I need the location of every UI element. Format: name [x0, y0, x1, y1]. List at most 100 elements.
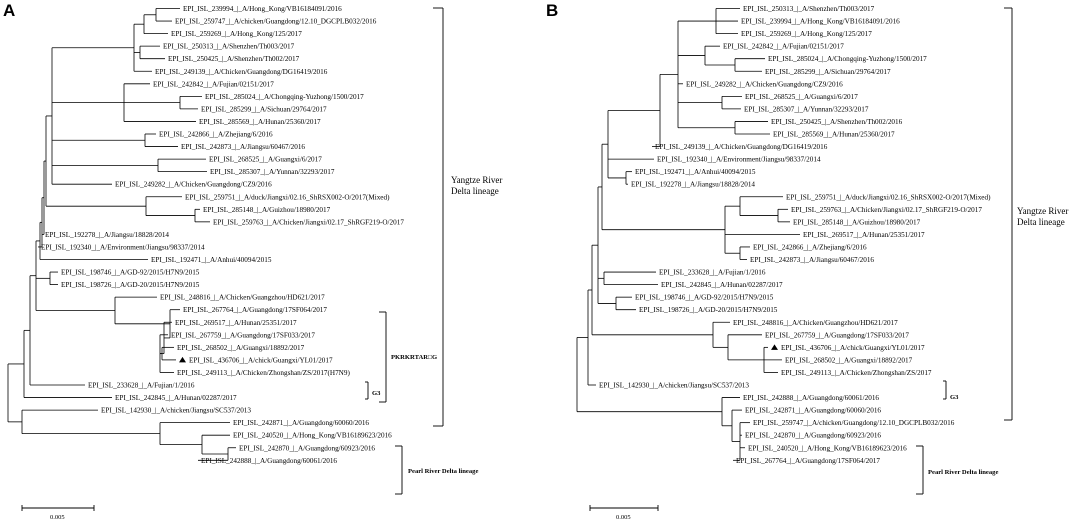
panel-b-tip-label: EPI_ISL_192278_|_A/Jiangsu/18828/2014	[631, 181, 755, 189]
panel-a-yangtze-bracket	[433, 7, 444, 427]
panel-b-yangtze-label-line2: Delta lineage	[1017, 217, 1065, 227]
panel-a-tip-label: EPI_ISL_285148_|_A/Guizhou/18980/2017	[203, 206, 331, 214]
panel-b-yangtze-label-line1: Yangtze River	[1017, 206, 1068, 216]
panel-b-scale-label: 0.005	[616, 514, 631, 521]
panel-b-tree: EPI_ISL_250313_|_A/Shenzhen/Th003/2017EP…	[576, 5, 991, 465]
triangle-marker-icon	[179, 356, 186, 363]
panel-b-tip-label: EPI_ISL_269517_|_A/Hunan/25351/2017	[803, 231, 925, 239]
panel-b-tip-label: EPI_ISL_192471_|_A/Anhui/40094/2015	[635, 168, 756, 176]
panel-b-tip-label: EPI_ISL_267759_|_A/Guangdong/17SF033/201…	[765, 331, 909, 339]
panel-a-tip-label: EPI_ISL_242842_|_A/Fujian/02151/2017	[153, 80, 274, 88]
panel-b-tip-label: EPI_ISL_198726_|_A/GD-20/2015/H7N9/2015	[639, 306, 778, 314]
panel-b-tip-label: EPI_ISL_192340_|_A/Environment/Jiangsu/9…	[657, 156, 821, 164]
panel-a-tip-label: EPI_ISL_285569_|_A/Hunan/25360/2017	[199, 118, 321, 126]
panel-a-pkrkrtar-label: PKRKRTAR□G	[391, 354, 437, 361]
panel-a-tip-label: EPI_ISL_259763_|_A/Chicken/Jiangxi/02.17…	[213, 218, 404, 226]
panel-b-tip-label: EPI_ISL_198746_|_A/GD-92/2015/H7N9/2015	[635, 294, 774, 302]
panel-a-tip-label: EPI_ISL_242871_|_A/Guangdong/60060/2016	[233, 419, 369, 427]
panel-b-tip-label: EPI_ISL_259269_|_A/Hong_Kong/125/2017	[741, 30, 872, 38]
panel-b-tip-label: EPI_ISL_285024_|_A/Chongqing-Yuzhong/150…	[768, 55, 927, 63]
triangle-marker-icon	[771, 344, 778, 350]
panel-a-tree: EPI_ISL_239994_|_A/Hong_Kong/VB16184091/…	[7, 5, 404, 465]
panel-b-tip-label: EPI_ISL_249282_|_A/Chicken/Guangdong/CZ9…	[686, 80, 843, 88]
panel-b-tip-label: EPI_ISL_250425_|_A/Shenzhen/Th002/2016	[771, 118, 903, 126]
panel-a-tip-label: EPI_ISL_242870_|_A/Guangdong/60923/2016	[239, 444, 375, 452]
panel-a-tip-label: EPI_ISL_436706_|_A/chick/Guangxi/YL01/20…	[189, 356, 333, 364]
panel-b-tip-label: EPI_ISL_248816_|_A/Chicken/Guangzhou/HD6…	[733, 319, 898, 327]
panel-a-tip-label: EPI_ISL_192278_|_A/Jiangsu/18828/2014	[45, 231, 169, 239]
panel-a-tip-label: EPI_ISL_285299_|_A/Sichuan/29764/2017	[201, 105, 327, 113]
panel-b-tip-label: EPI_ISL_259763_|_A/Chicken/Jiangxi/02.17…	[791, 206, 982, 214]
panel-a-yangtze-label-line2: Delta lineage	[451, 186, 499, 196]
panel-a-tip-label: EPI_ISL_249139_|_A/Chicken/Guangdong/DG1…	[155, 68, 328, 76]
panel-b-tip-label: EPI_ISL_436706_|_A/chick/Guangxi/YL01/20…	[781, 344, 925, 352]
panel-a-tip-label: EPI_ISL_242888_|_A/Guangdong/60061/2016	[201, 457, 337, 465]
panel-b-tip-label: EPI_ISL_268502_|_A/Guangxi/18892/2017	[785, 356, 913, 364]
panel-a-tip-label: EPI_ISL_142930_|_A/chicken/Jiangsu/SC537…	[101, 407, 251, 415]
panel-b-tip-label: EPI_ISL_242870_|_A/Guangdong/60923/2016	[745, 432, 881, 440]
panel-b-g3-bracket	[943, 380, 947, 400]
panel-b-tip-label: EPI_ISL_240520_|_A/Hong_Kong/VB16189623/…	[748, 444, 907, 452]
panel-a-tip-label: EPI_ISL_269517_|_A/Hunan/25351/2017	[175, 319, 297, 327]
panel-a-g3-bracket	[365, 381, 369, 400]
panel-b-tip-label: EPI_ISL_259747_|_A/chicken/Guangdong/12.…	[753, 419, 955, 427]
panel-b: B EPI_ISL_250313_|_A/Shenzhen/Th003/2017…	[546, 1, 1068, 521]
panel-a-tip-label: EPI_ISL_239994_|_A/Hong_Kong/VB16184091/…	[183, 5, 342, 13]
panel-b-tip-label: EPI_ISL_268525_|_A/Guangxi/6/2017	[745, 93, 858, 101]
panel-a-pearl-label: Pearl River Delta lineage	[408, 468, 478, 475]
panel-a-g3-label: G3	[372, 390, 381, 397]
panel-a-tip-label: EPI_ISL_268525_|_A/Guangxi/6/2017	[209, 156, 322, 164]
panel-b-tip-label: EPI_ISL_242871_|_A/Guangdong/60060/2016	[745, 407, 881, 415]
panel-a-tip-label: EPI_ISL_192471_|_A/Anhui/40094/2015	[151, 256, 272, 264]
panel-b-tip-label: EPI_ISL_249139_|_A/Chicken/Guangdong/DG1…	[655, 143, 828, 151]
panel-a-tip-label: EPI_ISL_267759_|_A/Guangdong/17SF033/201…	[171, 331, 315, 339]
panel-a-tip-label: EPI_ISL_259269_|_A/Hong_Kong/125/2017	[171, 30, 302, 38]
panel-a-tip-label: EPI_ISL_249282_|_A/Chicken/Guangdong/CZ9…	[115, 181, 272, 189]
panel-a-tip-label: EPI_ISL_259747_|_A/chicken/Guangdong/12.…	[175, 18, 377, 26]
panel-a-tip-label: EPI_ISL_242866_|_A/Zhejiang/6/2016	[159, 131, 273, 139]
panel-a-tip-label: EPI_ISL_242845_|_A/Hunan/02287/2017	[115, 394, 237, 402]
panel-a-tip-label: EPI_ISL_198746_|_A/GD-92/2015/H7N9/2015	[61, 269, 200, 277]
panel-a-tip-label: EPI_ISL_259751_|_A/duck/Jiangxi/02.16_Sh…	[185, 193, 390, 201]
panel-b-yangtze-bracket	[1004, 7, 1013, 421]
panel-a-tip-label: EPI_ISL_267764_|_A/Guangdong/17SF064/201…	[183, 306, 327, 314]
panel-b-tip-label: EPI_ISL_233628_|_A/Fujian/1/2016	[659, 269, 766, 277]
panel-a-scale-label: 0.005	[50, 514, 65, 521]
panel-a-tip-label: EPI_ISL_240520_|_A/Hong_Kong/VB16189623/…	[233, 432, 392, 440]
panel-a-tip-label: EPI_ISL_249113_|_A/Chicken/Zhongshan/ZS/…	[177, 369, 350, 377]
panel-b-tip-label: EPI_ISL_285569_|_A/Hunan/25360/2017	[773, 131, 895, 139]
panel-b-tip-label: EPI_ISL_285307_|_A/Yunnan/32293/2017	[744, 105, 869, 113]
panel-b-label: B	[546, 1, 558, 20]
panel-a-tip-label: EPI_ISL_250425_|_A/Shenzhen/Th002/2017	[168, 55, 300, 63]
panel-b-tip-label: EPI_ISL_242888_|_A/Guangdong/60061/2016	[743, 394, 879, 402]
panel-b-tip-label: EPI_ISL_259751_|_A/duck/Jiangxi/02.16_Sh…	[786, 193, 991, 201]
panel-a-tip-label: EPI_ISL_192340_|_A/Environment/Jiangsu/9…	[41, 243, 205, 251]
panel-a-tip-label: EPI_ISL_248816_|_A/Chicken/Guangzhou/HD6…	[160, 294, 325, 302]
panel-b-tip-label: EPI_ISL_267764_|_A/Guangdong/17SF064/201…	[736, 457, 880, 465]
panel-b-tip-label: EPI_ISL_242866_|_A/Zhejiang/6/2016	[753, 243, 867, 251]
panel-b-tip-label: EPI_ISL_239994_|_A/Hong_Kong/VB16184091/…	[741, 18, 900, 26]
panel-b-pearl-bracket	[916, 445, 924, 495]
panel-a: A EPI_ISL_239994_|_A/Hong_Kong/VB1618409…	[3, 1, 502, 521]
panel-a-label: A	[3, 1, 15, 20]
panel-b-tip-label: EPI_ISL_142930_|_A/chicken/Jiangsu/SC537…	[599, 382, 749, 390]
panel-a-tip-label: EPI_ISL_268502_|_A/Guangxi/18892/2017	[177, 344, 305, 352]
panel-a-tip-label: EPI_ISL_233628_|_A/Fujian/1/2016	[88, 382, 195, 390]
panel-a-scale-bar: 0.005	[21, 505, 95, 521]
panel-a-tip-label: EPI_ISL_285307_|_A/Yunnan/32293/2017	[210, 168, 335, 176]
panel-a-tip-label: EPI_ISL_250313_|_A/Shenzhen/Th003/2017	[163, 43, 295, 51]
panel-a-pearl-bracket	[395, 445, 403, 495]
panel-b-tip-label: EPI_ISL_249113_|_A/Chicken/Zhongshan/ZS/…	[781, 369, 932, 377]
panel-b-tip-label: EPI_ISL_242845_|_A/Hunan/02287/2017	[661, 281, 783, 289]
panel-a-tip-label: EPI_ISL_285024_|_A/Chongqing-Yuzhong/150…	[205, 93, 364, 101]
panel-b-tip-label: EPI_ISL_285299_|_A/Sichuan/29764/2017	[765, 68, 891, 76]
panel-a-tip-label: EPI_ISL_198726_|_A/GD-20/2015/H7N9/2015	[61, 281, 200, 289]
panel-b-g3-label: G3	[950, 394, 959, 401]
panel-b-tip-label: EPI_ISL_250313_|_A/Shenzhen/Th003/2017	[743, 5, 875, 13]
panel-b-scale-bar: 0.005	[589, 505, 659, 521]
panel-b-tip-label: EPI_ISL_242842_|_A/Fujian/02151/2017	[723, 43, 844, 51]
panel-b-pearl-label: Pearl River Delta lineage	[928, 469, 998, 476]
panel-a-pkrkrtar-bracket	[379, 311, 387, 403]
panel-a-yangtze-label-line1: Yangtze River	[451, 175, 502, 185]
